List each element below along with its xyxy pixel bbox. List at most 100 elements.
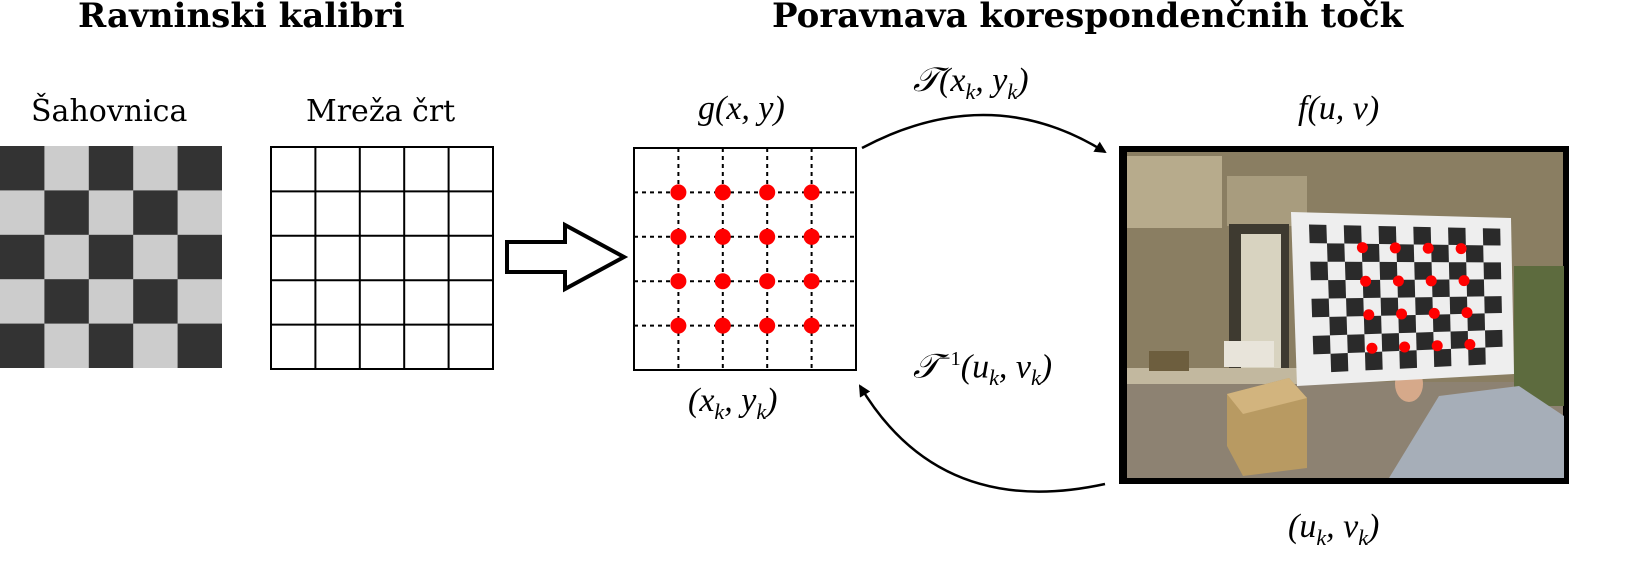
photo-board-square	[1379, 261, 1398, 280]
photo-desk-item	[1149, 351, 1189, 371]
chessboard-square	[88, 279, 134, 325]
line-grid-pattern	[270, 146, 494, 370]
photo-board-square	[1467, 313, 1486, 331]
photo-board-square	[1343, 225, 1362, 244]
photo-correspondence-point	[1464, 338, 1476, 350]
photo-board-square	[1484, 296, 1502, 314]
photo-board-square	[1363, 315, 1382, 335]
chessboard-square	[44, 146, 90, 191]
photo-board-square	[1326, 243, 1345, 262]
photo-doorway	[1241, 234, 1281, 394]
correspondence-point	[714, 184, 731, 201]
calibration-photo	[1119, 146, 1569, 484]
inverse-transform-arrow	[858, 384, 1106, 493]
line-grid-border	[270, 146, 494, 370]
chessboard-square	[44, 279, 90, 325]
photo-desk	[1127, 368, 1302, 384]
photo-board-square	[1344, 261, 1363, 281]
chessboard-square	[0, 323, 45, 368]
f-function-label: f(u, v)	[1298, 90, 1380, 127]
photo-correspondence-point	[1422, 242, 1434, 254]
correspondence-point	[714, 273, 731, 290]
hollow-right-arrow-icon	[505, 221, 629, 293]
photo-board-square	[1310, 261, 1329, 281]
photo-cabinet	[1127, 156, 1222, 228]
photo-correspondence-point	[1389, 242, 1401, 254]
correspondence-point	[714, 228, 731, 245]
photo-board-square	[1414, 262, 1433, 280]
photo-board-square	[1450, 330, 1469, 349]
point-grid-pattern	[633, 147, 857, 371]
g-function-label: g(x, y)	[698, 90, 785, 127]
chessboard-square	[44, 323, 90, 368]
correspondence-point	[714, 317, 731, 334]
photo-board-square	[1431, 244, 1449, 263]
photo-board-square	[1364, 351, 1383, 371]
chessboard-square	[177, 279, 222, 325]
photo-board-square	[1466, 279, 1485, 297]
photo-correspondence-point	[1455, 243, 1467, 255]
photo-correspondence-point	[1363, 309, 1375, 321]
photo-board-square	[1448, 227, 1466, 246]
photo-board-square	[1416, 332, 1434, 351]
photo-board-square	[1311, 298, 1330, 318]
point-grid-border	[633, 147, 857, 371]
photo-cardboard-box-top	[1227, 378, 1307, 414]
chessboard-square	[177, 146, 222, 191]
photo-board-square	[1433, 348, 1452, 368]
correspondence-point	[759, 317, 776, 334]
correspondence-point	[670, 317, 687, 334]
photo-board-square	[1413, 226, 1432, 245]
photo-board-square	[1346, 298, 1364, 317]
photo-board-square	[1380, 297, 1399, 316]
transform-arrows	[858, 113, 1107, 493]
photo-board-square	[1328, 280, 1347, 299]
photo-correspondence-point	[1428, 307, 1440, 319]
chessboard-square	[0, 190, 45, 236]
photo-board-square	[1468, 347, 1486, 366]
photo-correspondence-point	[1461, 307, 1473, 319]
correspondence-point	[759, 184, 776, 201]
photo-board-square	[1399, 350, 1418, 369]
photo-correspondence-point	[1392, 275, 1404, 287]
chessboard-square	[88, 323, 134, 368]
chessboard-square	[44, 190, 90, 236]
photo-correspondence-point	[1458, 275, 1470, 287]
photo-board-square	[1378, 226, 1397, 245]
photo-correspondence-point	[1396, 308, 1408, 320]
correspondence-point	[803, 184, 820, 201]
chessboard-square	[133, 234, 179, 280]
chessboard-square	[44, 234, 90, 280]
correspondence-point	[759, 228, 776, 245]
right-section-title: Poravnava korespondenčnih točk	[772, 0, 1404, 36]
photo-person-legs	[1389, 386, 1564, 478]
photo-board-square	[1415, 297, 1433, 315]
photo-board-square	[1398, 314, 1417, 334]
photo-board-square	[1483, 262, 1502, 280]
inverse-transform-label: 𝒯−1(uk, vk)	[913, 348, 1053, 391]
chessboard-square	[88, 190, 134, 236]
uk-vk-label: (uk, vk)	[1288, 508, 1380, 550]
chessboard-square	[133, 190, 179, 236]
correspondence-point	[670, 273, 687, 290]
photo-board-square	[1312, 335, 1331, 355]
correspondence-point	[759, 273, 776, 290]
chessboard-square	[88, 146, 134, 191]
chessboard-square	[177, 190, 222, 236]
photo-correspondence-point	[1356, 242, 1368, 254]
photo-correspondence-point	[1399, 341, 1411, 353]
line-grid-label: Mreža črt	[306, 94, 456, 129]
chessboard-square	[88, 234, 134, 280]
photo-board-square	[1396, 244, 1415, 263]
photo-board-square	[1347, 334, 1365, 354]
photo-board-square	[1329, 316, 1348, 336]
photo-board-square	[1309, 224, 1327, 244]
forward-transform-label: 𝒯(xk, yk)	[913, 62, 1029, 104]
photo-correspondence-point	[1360, 275, 1372, 287]
photo-board-square	[1448, 262, 1467, 280]
photo-person-shirt	[1514, 266, 1564, 406]
photo-correspondence-point	[1366, 342, 1378, 354]
left-section-title: Ravninski kalibri	[78, 0, 405, 36]
chessboard-square	[133, 146, 179, 191]
photo-board-square	[1432, 279, 1450, 298]
